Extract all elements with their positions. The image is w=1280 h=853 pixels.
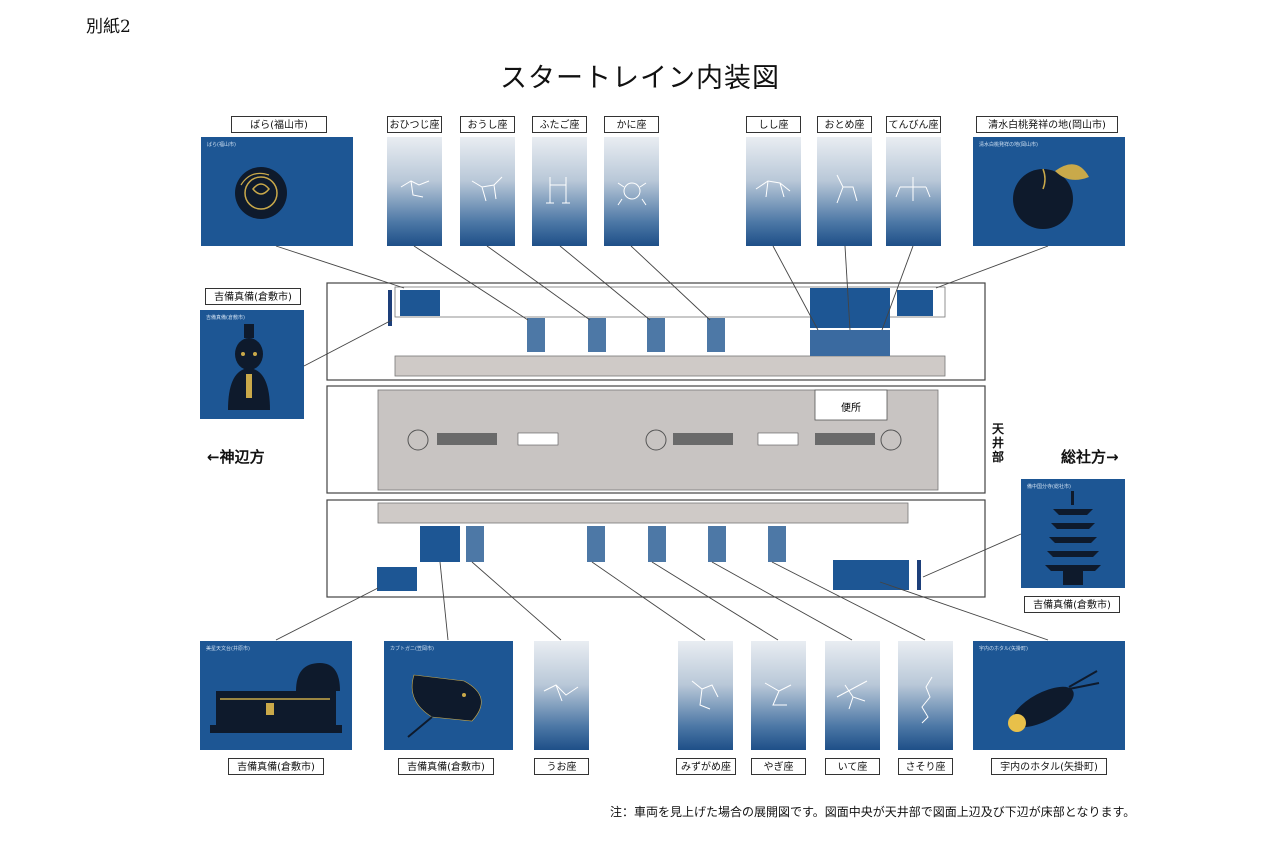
cancer-constellation-icon <box>617 182 647 206</box>
label-firefly: 宇内のホタル(矢掛町) <box>991 758 1107 775</box>
panel-caption: 吉備真備(倉敷市) <box>206 315 245 321</box>
label-leo: しし座 <box>746 116 801 133</box>
taurus-constellation-icon <box>471 176 503 202</box>
peach-icon <box>1013 164 1089 229</box>
lower-side-wall <box>326 499 986 598</box>
panel-caption: 清水白桃発祥の地(岡山市) <box>979 142 1038 148</box>
panel-caption: 宇内のホタル(矢掛町) <box>979 646 1028 652</box>
label-pisces: うお座 <box>534 758 589 775</box>
gemini-constellation-icon <box>546 177 570 204</box>
scorpio-constellation-icon <box>921 676 933 724</box>
observatory-icon <box>210 663 342 733</box>
leader-lines <box>275 245 1049 641</box>
panel-libra <box>886 137 941 246</box>
panel-observatory-ibara: 美星天文台(井原市) <box>200 641 352 750</box>
label-cancer: かに座 <box>604 116 659 133</box>
libra-constellation-icon <box>895 177 931 201</box>
leo-constellation-icon <box>755 180 791 198</box>
label-peach-okayama: 清水白桃発祥の地(岡山市) <box>976 116 1118 133</box>
label-observatory: 吉備真備(倉敷市) <box>228 758 324 775</box>
panel-peach-okayama: 清水白桃発祥の地(岡山市) <box>973 137 1125 246</box>
ceiling-band <box>326 385 986 494</box>
page-title: スタートレイン内装図 <box>500 63 780 94</box>
panel-aries <box>387 137 442 246</box>
label-scorpio: さそり座 <box>898 758 953 775</box>
pisces-constellation-icon <box>543 684 579 702</box>
firefly-icon <box>1008 670 1100 732</box>
document-label: 別紙2 <box>86 17 131 37</box>
label-aries: おひつじ座 <box>387 116 442 133</box>
label-kibi-no-makibi-right: 吉備真備(倉敷市) <box>1024 596 1120 613</box>
ceiling-label: 天井部 <box>991 422 1004 464</box>
label-kibi-no-makibi-left: 吉備真備(倉敷市) <box>205 288 301 305</box>
label-sagittarius: いて座 <box>825 758 880 775</box>
panel-rose-fukuyama: ばら(福山市) <box>201 137 353 246</box>
panel-capricorn <box>751 641 806 750</box>
panel-caption: 美星天文台(井原市) <box>206 646 250 652</box>
label-gemini: ふたご座 <box>532 116 587 133</box>
restroom-label: 便所 <box>841 401 861 414</box>
label-libra: てんびん座 <box>886 116 941 133</box>
label-taurus: おうし座 <box>460 116 515 133</box>
panel-scorpio <box>898 641 953 750</box>
panel-horseshoe-crab-kasaoka: カブトガニ(笠岡市) <box>384 641 513 750</box>
pagoda-icon <box>1045 491 1101 585</box>
upper-side-wall <box>326 282 986 381</box>
label-virgo: おとめ座 <box>817 116 872 133</box>
footnote: 注：車両を見上げた場合の展開図です。図面中央が天井部で図面上辺及び下辺が床部とな… <box>610 805 1136 819</box>
kibi-no-makibi-figure-icon <box>228 324 270 410</box>
panel-firefly-yakage: 宇内のホタル(矢掛町) <box>973 641 1125 750</box>
panel-cancer <box>604 137 659 246</box>
panel-gemini <box>532 137 587 246</box>
capricorn-constellation-icon <box>764 682 792 706</box>
panel-caption: ばら(福山市) <box>207 142 236 148</box>
panel-caption: 備中国分寺(総社市) <box>1027 484 1071 490</box>
panel-caption: カブトガニ(笠岡市) <box>390 646 434 652</box>
virgo-constellation-icon <box>836 174 858 204</box>
aquarius-constellation-icon <box>691 680 719 710</box>
rose-icon <box>235 167 287 219</box>
sagittarius-constellation-icon <box>836 680 868 710</box>
panel-pagoda-soja: 備中国分寺(総社市) <box>1021 479 1125 588</box>
panel-taurus <box>460 137 515 246</box>
label-rose-fukuyama: ばら(福山市) <box>231 116 327 133</box>
aries-constellation-icon <box>400 180 430 198</box>
panel-kibi-no-makibi-left: 吉備真備(倉敷市) <box>200 310 304 419</box>
panel-pisces <box>534 641 589 750</box>
panel-leo <box>746 137 801 246</box>
panel-virgo <box>817 137 872 246</box>
panel-sagittarius <box>825 641 880 750</box>
label-capricorn: やぎ座 <box>751 758 806 775</box>
direction-kannabe: ←神辺方 <box>207 448 265 466</box>
label-horseshoe-crab: 吉備真備(倉敷市) <box>398 758 494 775</box>
label-aquarius: みずがめ座 <box>676 758 736 775</box>
panel-aquarius <box>678 641 733 750</box>
horseshoe-crab-icon <box>407 674 482 738</box>
direction-soja: 総社方→ <box>1061 448 1119 466</box>
